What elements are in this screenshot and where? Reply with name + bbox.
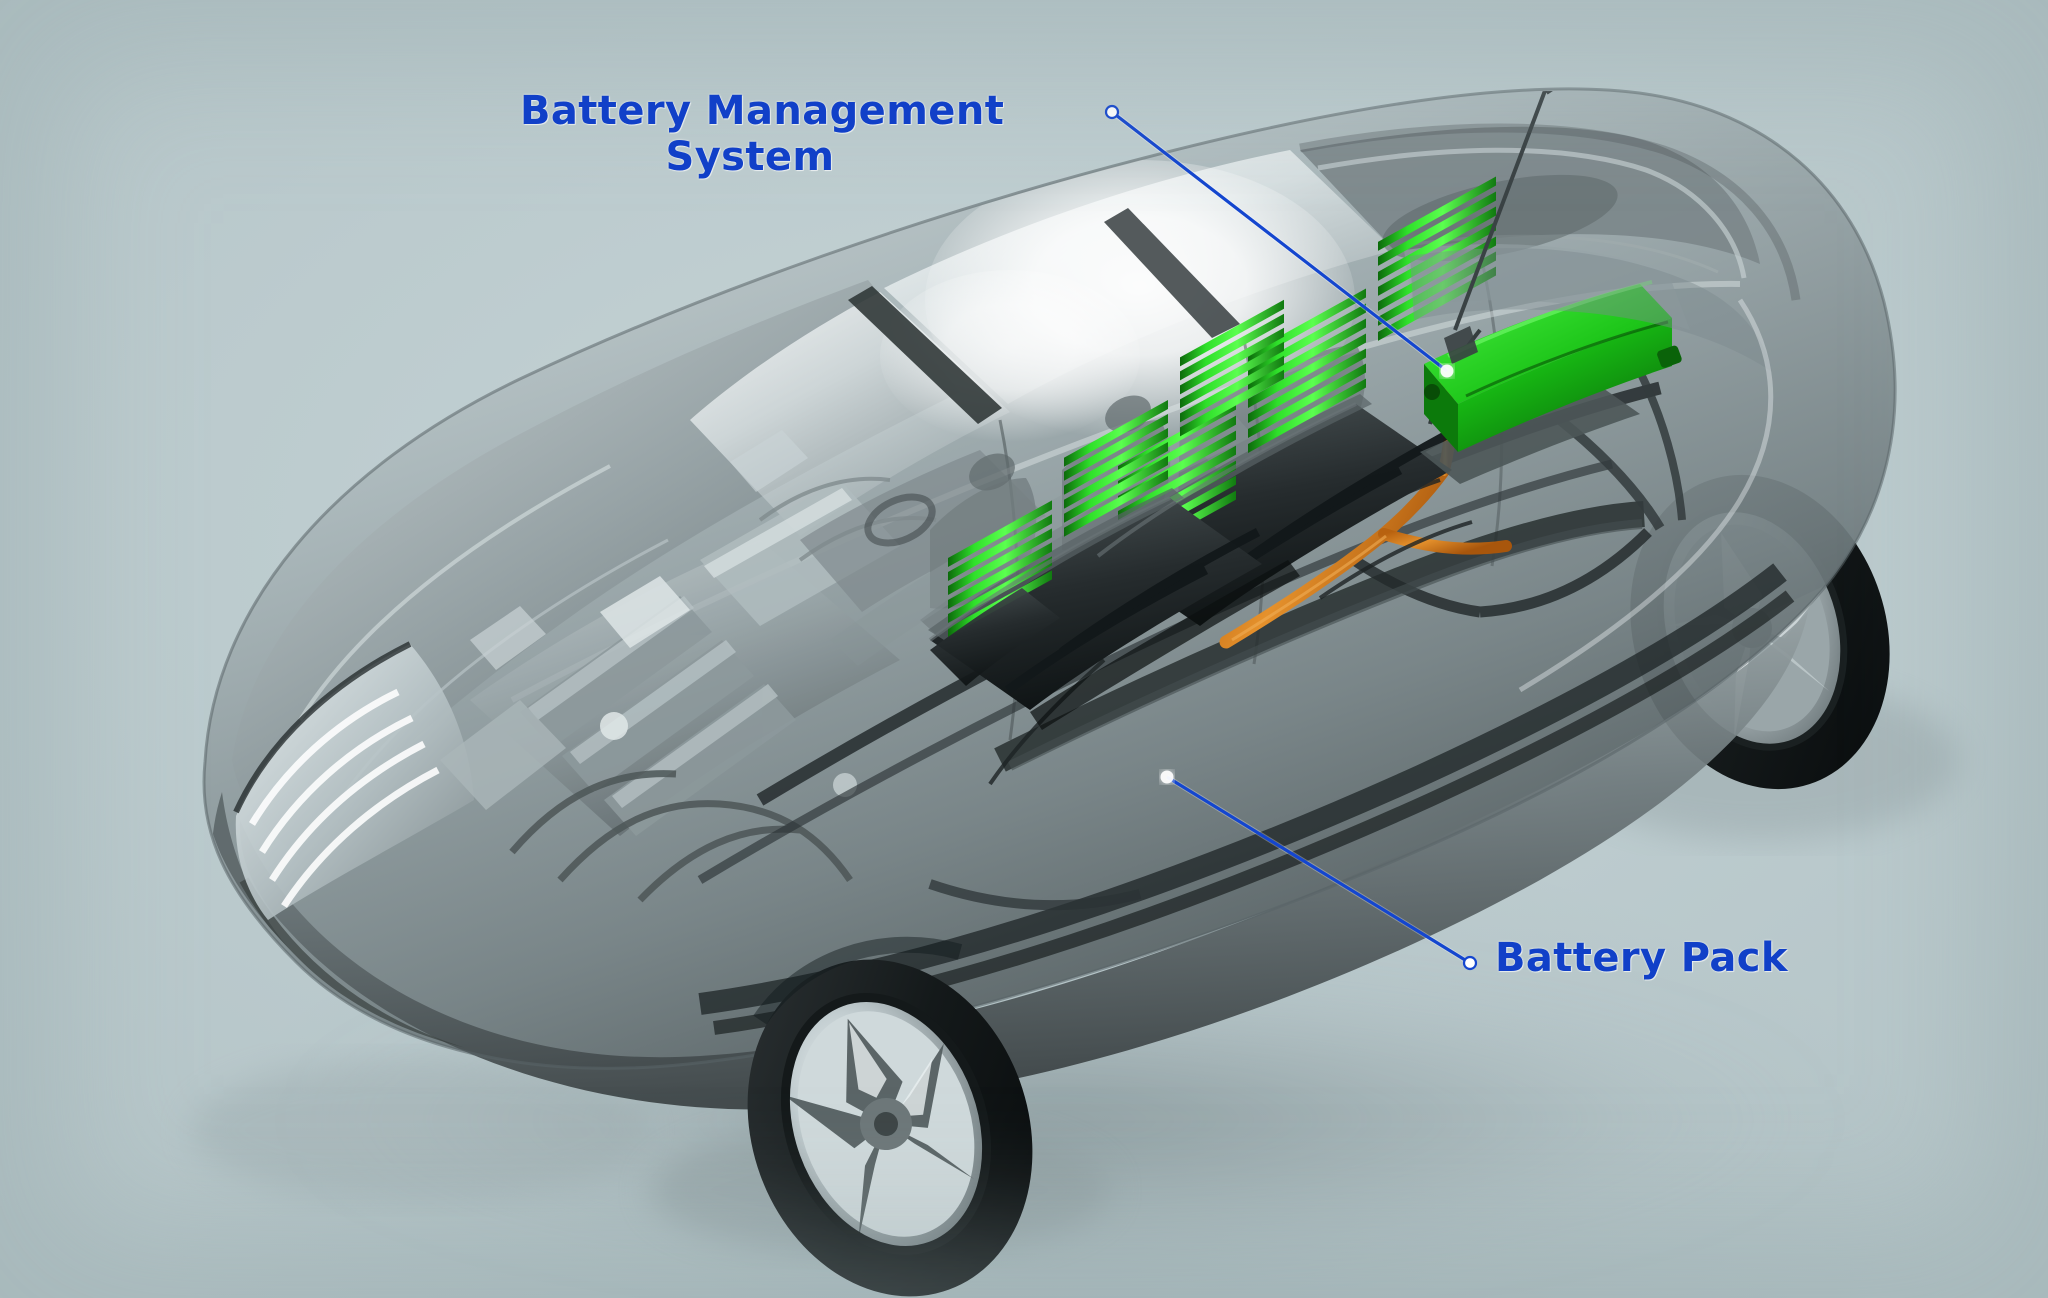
leader-lines: [1104, 104, 1478, 971]
battery-pack-modules: [928, 176, 1496, 730]
label-battery-management-system: Battery Management System: [520, 88, 1005, 181]
engine-bay: [440, 430, 937, 903]
label-battery-pack: Battery Pack: [1495, 935, 1788, 981]
headlight: [233, 641, 474, 920]
leader-battery-pack: [1160, 770, 1478, 971]
leader-bms: [1104, 104, 1454, 378]
antenna: [1453, 90, 1572, 331]
bms-unit: [1420, 280, 1682, 484]
battery-cells-front: [948, 299, 1284, 694]
body-shell: [202, 87, 1897, 1110]
front-wheel: [747, 936, 1033, 1297]
